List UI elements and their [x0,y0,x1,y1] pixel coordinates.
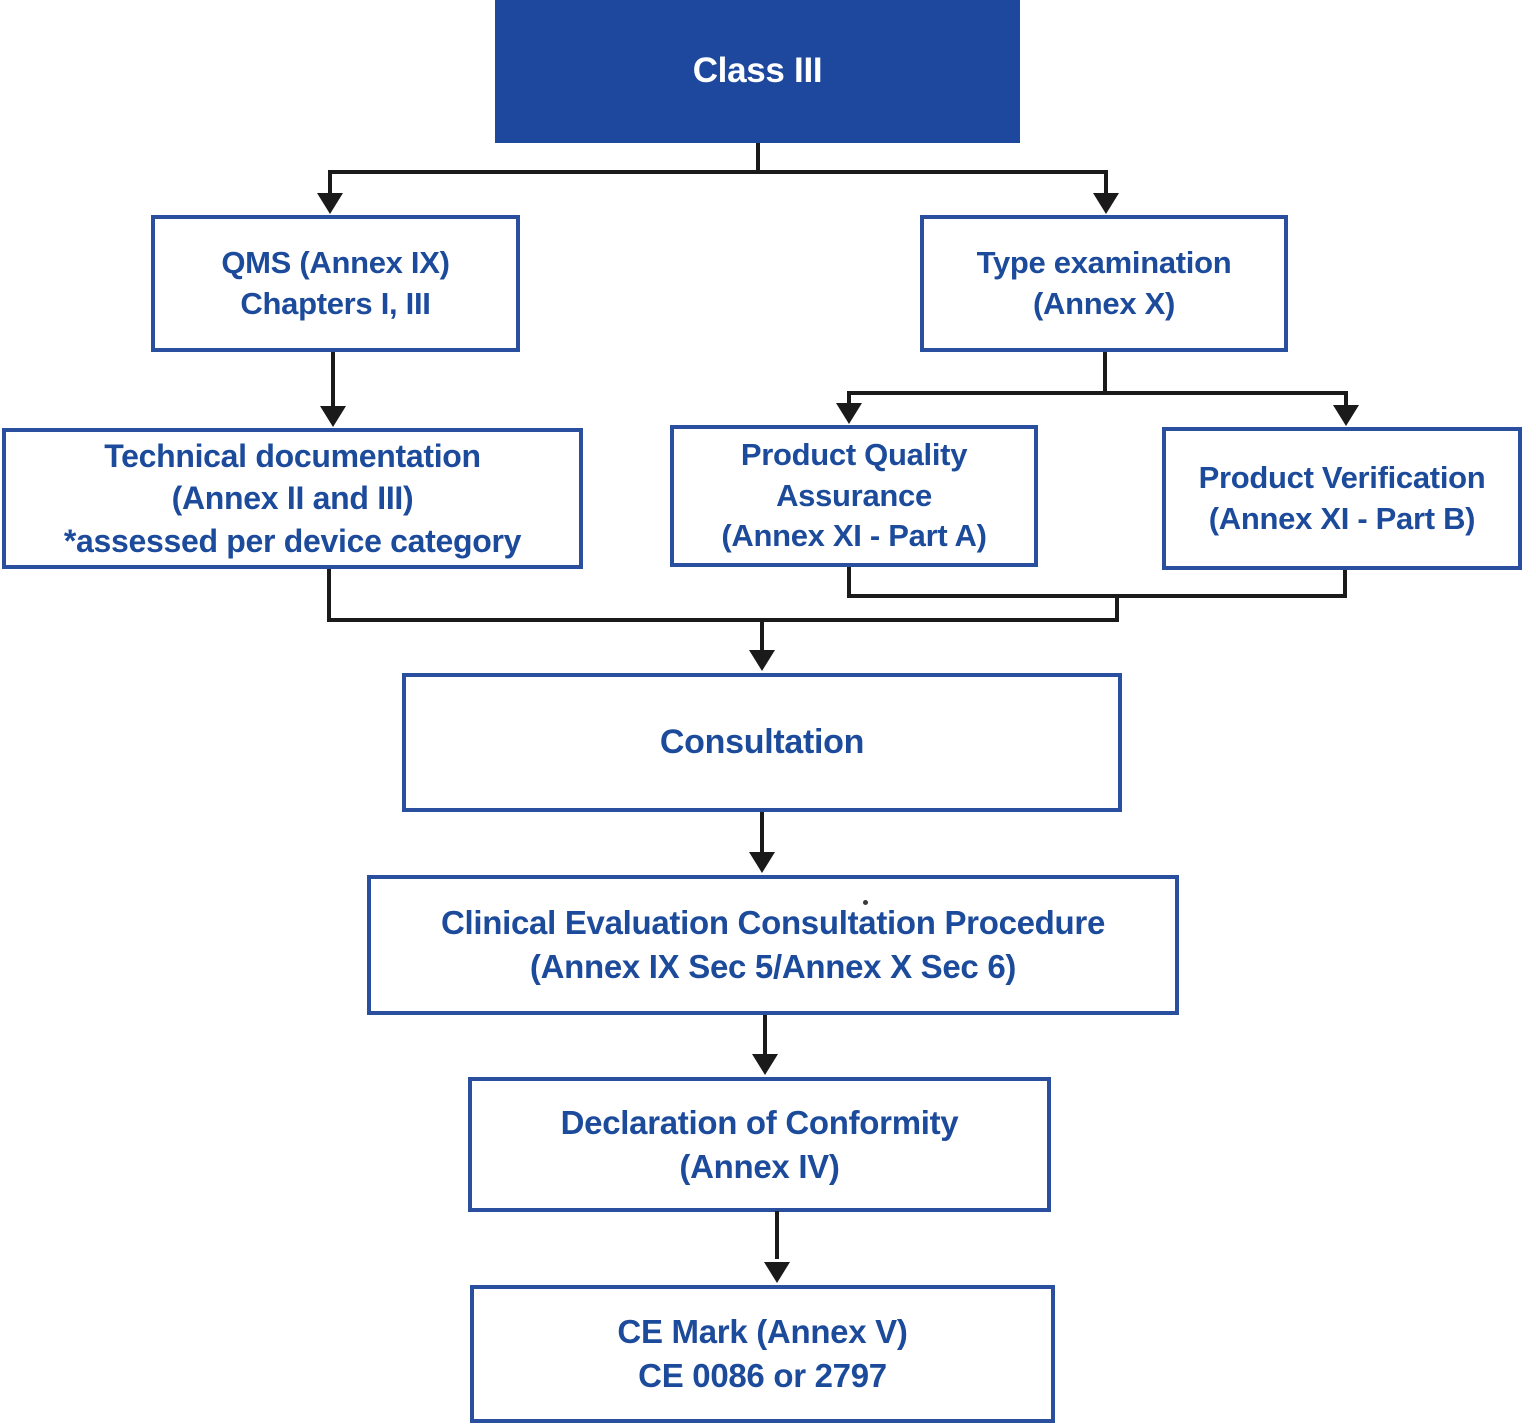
arrowhead-down-icon [1093,193,1119,214]
node-technical-documentation: Technical documentation (Annex II and II… [2,428,583,569]
label-line: (Annex XI - Part A) [721,518,987,554]
arrowhead-down-icon [1333,405,1359,426]
node-product-quality-assurance: Product Quality Assurance (Annex XI - Pa… [670,425,1038,567]
label-line: Product Verification [1198,459,1486,495]
connector-clinical-declaration-stem [763,1015,767,1055]
connector-branch2-right-stem [1344,391,1348,407]
connector-branch2-horizontal [847,391,1348,395]
arrowhead-down-icon [836,403,862,424]
connector-branch1-right-stem [1104,170,1108,196]
connector-type-stem [1103,352,1107,395]
node-qms: QMS (Annex IX) Chapters I, III [151,215,520,352]
connector-pv-down-stem [1343,570,1347,598]
connector-td-down-stem [327,569,331,622]
label-line: CE 0086 or 2797 [638,1357,887,1394]
label-line: Product Quality [740,436,968,472]
arrowhead-down-icon [752,1054,778,1075]
node-consultation: Consultation [402,673,1122,812]
label-line: Assurance [776,477,932,513]
arrowhead-down-icon [317,193,343,214]
label-line: (Annex X) [1033,285,1175,321]
label-line: Chapters I, III [240,285,431,321]
stray-dot [863,900,868,905]
connector-declaration-ce-stem [775,1211,779,1259]
label-line: (Annex IX Sec 5/Annex X Sec 6) [529,948,1017,985]
label-line: (Annex IV) [679,1147,840,1185]
connector-branch2-left-stem [847,391,851,405]
label-line: (Annex II and III) [171,480,414,517]
connector-consultation-stem [760,618,764,652]
label-line: Declaration of Conformity [560,1103,959,1141]
arrowhead-down-icon [764,1262,790,1283]
connector-branch1-horizontal [328,170,1108,174]
label-line: Consultation [659,723,865,762]
label-line: (Annex XI - Part B) [1208,500,1476,536]
connector-consult-clinical-stem [760,812,764,854]
node-declaration-of-conformity: Declaration of Conformity (Annex IV) [468,1077,1051,1212]
label-line: QMS (Annex IX) [221,244,450,280]
node-type-examination: Type examination (Annex X) [920,215,1288,352]
label-line: Technical documentation [104,438,481,475]
label-line: *assessed per device category [63,522,522,559]
label-line: Clinical Evaluation Consultation Procedu… [440,904,1105,942]
connector-branch1-left-stem [328,170,332,196]
label-line: Type examination [976,244,1232,280]
connector-merge-lower-horizontal [327,618,1119,622]
connector-class3-stem [756,143,760,174]
label-line: CE Mark (Annex V) [617,1313,908,1351]
connector-qms-td-stem [331,352,335,408]
connector-pqa-down-stem [847,567,851,598]
node-clinical-evaluation: Clinical Evaluation Consultation Procedu… [367,875,1179,1015]
arrowhead-down-icon [749,852,775,873]
connector-merge-jog [1115,594,1119,622]
connector-merge-upper-horizontal [847,594,1347,598]
node-product-verification: Product Verification (Annex XI - Part B) [1162,427,1522,570]
arrowhead-down-icon [320,406,346,427]
label-line: Class III [692,51,823,91]
node-ce-mark: CE Mark (Annex V) CE 0086 or 2797 [470,1285,1055,1423]
arrowhead-down-icon [749,650,775,671]
node-class-iii: Class III [495,0,1020,143]
